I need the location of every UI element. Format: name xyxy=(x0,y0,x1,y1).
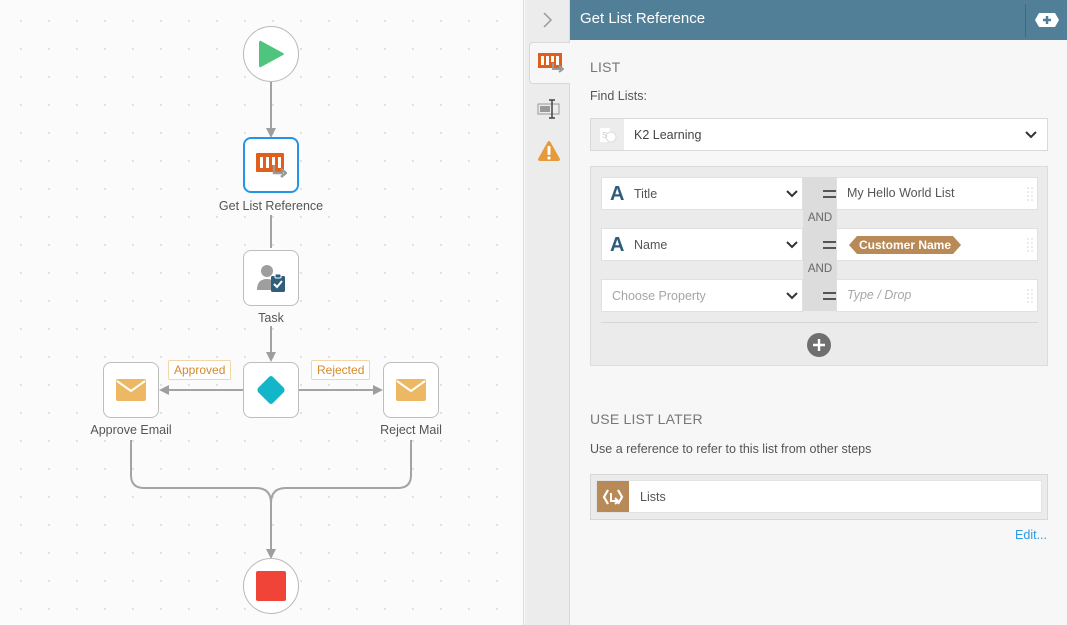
end-node[interactable] xyxy=(243,558,299,614)
filter-row: Choose Property Type / Drop xyxy=(601,279,1038,312)
grip-icon xyxy=(1026,186,1033,201)
add-filter-button[interactable] xyxy=(807,333,831,357)
filter-row: A Name Customer Name xyxy=(601,228,1038,261)
equals-operator[interactable] xyxy=(813,279,847,312)
plus-icon xyxy=(813,339,825,351)
filter-property-placeholder: Choose Property xyxy=(612,289,706,303)
sharepoint-list-icon: S xyxy=(599,127,616,142)
filter-row: A Title My Hello World List xyxy=(601,177,1038,210)
equals-operator[interactable] xyxy=(813,177,847,210)
filter-value-text: My Hello World List xyxy=(847,186,955,200)
list-reference-icon xyxy=(537,53,564,73)
task-node[interactable] xyxy=(243,250,299,306)
play-icon xyxy=(259,40,284,68)
filter-value-input[interactable]: My Hello World List xyxy=(836,177,1023,210)
rejected-branch-label[interactable]: Rejected xyxy=(311,360,371,380)
chevron-down-icon xyxy=(786,292,798,300)
warning-icon xyxy=(538,141,560,161)
add-button[interactable] xyxy=(1034,12,1060,28)
connector-layer xyxy=(130,82,412,559)
tab-properties[interactable] xyxy=(528,88,570,130)
collapse-panel-button[interactable] xyxy=(525,0,570,40)
equals-icon xyxy=(823,189,837,198)
chevron-down-icon xyxy=(1025,131,1037,139)
add-hexagon-icon xyxy=(1035,13,1059,27)
filter-property-select[interactable]: A Name xyxy=(601,228,803,261)
header-divider xyxy=(1025,4,1026,37)
text-type-icon: A xyxy=(610,234,625,256)
email-icon xyxy=(396,379,426,401)
equals-operator[interactable] xyxy=(813,228,847,261)
equals-icon xyxy=(823,240,837,249)
drag-handle[interactable] xyxy=(1022,177,1038,210)
user-task-icon xyxy=(257,265,285,292)
equals-icon xyxy=(823,291,837,300)
customer-name-token[interactable]: Customer Name xyxy=(849,236,961,254)
and-conjunction: AND xyxy=(807,212,833,224)
task-label: Task xyxy=(258,311,284,325)
email-icon xyxy=(116,379,146,401)
list-select[interactable]: S K2 Learning xyxy=(590,118,1048,151)
reject-mail-label: Reject Mail xyxy=(380,423,442,437)
approve-email-label: Approve Email xyxy=(90,423,172,437)
text-field-icon xyxy=(537,99,560,119)
tab-warnings[interactable] xyxy=(528,130,570,172)
chevron-down-icon xyxy=(786,190,798,198)
operator-column xyxy=(803,177,837,311)
grip-icon xyxy=(1026,237,1033,252)
drag-handle[interactable] xyxy=(1022,228,1038,261)
filter-property-value: Title xyxy=(634,187,658,201)
chevron-down-icon xyxy=(786,241,798,249)
filter-value-input[interactable]: Type / Drop xyxy=(836,279,1023,312)
get-list-reference-label: Get List Reference xyxy=(218,199,324,213)
filter-separator xyxy=(601,322,1038,323)
chevron-right-icon xyxy=(542,12,552,28)
start-node[interactable] xyxy=(243,26,299,82)
list-section-title: LIST xyxy=(590,59,621,75)
drag-handle[interactable] xyxy=(1022,279,1038,312)
tab-list-reference[interactable] xyxy=(529,42,571,84)
list-source-icon-box: S xyxy=(591,119,624,150)
and-conjunction: AND xyxy=(807,263,833,275)
edit-reference-link[interactable]: Edit... xyxy=(1015,528,1047,542)
approve-email-node[interactable] xyxy=(103,362,159,418)
connector-reject-to-end xyxy=(270,440,412,504)
side-tabs xyxy=(525,0,571,625)
filter-property-value: Name xyxy=(634,238,668,252)
use-list-later-description: Use a reference to refer to this list fr… xyxy=(590,442,872,456)
decision-node[interactable] xyxy=(243,362,299,418)
grip-icon xyxy=(1026,288,1033,303)
text-type-icon: A xyxy=(610,183,625,205)
connector-approve-to-end xyxy=(130,440,276,559)
approved-branch-label[interactable]: Approved xyxy=(168,360,232,380)
reference-icon-box xyxy=(597,481,629,512)
find-lists-label: Find Lists: xyxy=(590,89,647,103)
panel-header: Get List Reference xyxy=(570,0,1067,40)
filter-builder: A Title My Hello World List AND A Name xyxy=(590,166,1048,366)
decision-diamond-icon xyxy=(257,376,285,404)
reference-item[interactable]: Lists xyxy=(596,480,1042,513)
svg-text:S: S xyxy=(602,131,607,140)
reject-mail-node[interactable] xyxy=(383,362,439,418)
panel-title: Get List Reference xyxy=(580,10,706,27)
list-reference-icon xyxy=(256,153,287,178)
properties-panel: Get List Reference LIST Find Lists: S K2… xyxy=(570,0,1067,625)
filter-property-select[interactable]: Choose Property xyxy=(601,279,803,312)
filter-value-input[interactable]: Customer Name xyxy=(836,228,1023,261)
reference-icon xyxy=(602,488,624,505)
use-list-later-title: USE LIST LATER xyxy=(590,411,703,427)
filter-property-select[interactable]: A Title xyxy=(601,177,803,210)
selected-list-value: K2 Learning xyxy=(634,128,702,142)
reference-box: Lists xyxy=(590,474,1048,520)
get-list-reference-node[interactable] xyxy=(243,137,299,193)
workflow-canvas[interactable]: Get List Reference Task Approved Rejecte… xyxy=(0,0,524,625)
reference-name: Lists xyxy=(640,490,666,504)
filter-value-placeholder: Type / Drop xyxy=(847,288,912,302)
stop-icon xyxy=(256,571,286,601)
